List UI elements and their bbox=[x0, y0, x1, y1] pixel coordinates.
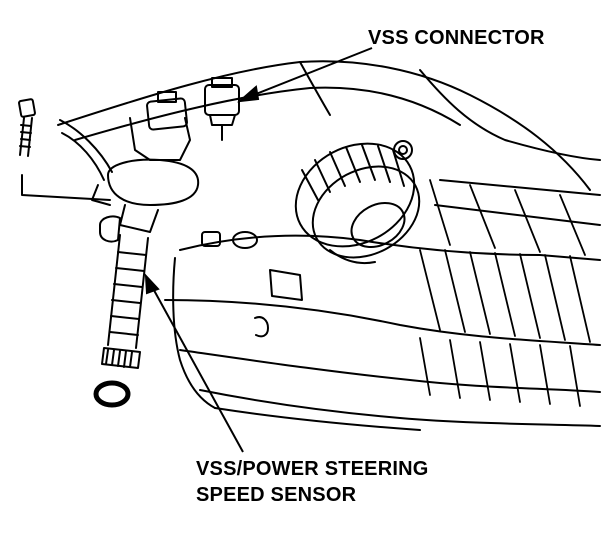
sensor-label-line1: VSS/POWER STEERING bbox=[196, 458, 429, 480]
connector-leader-line bbox=[245, 47, 373, 99]
housing-bolt bbox=[393, 140, 413, 160]
vss-connector-plug bbox=[204, 77, 240, 141]
leader-arrows bbox=[144, 47, 373, 453]
sensor-label: VSS/POWER STEERING SPEED SENSOR bbox=[196, 456, 429, 508]
connector-arrowhead bbox=[236, 85, 260, 103]
mounting-bolt bbox=[18, 98, 111, 201]
vss-connector-label: VSS CONNECTOR bbox=[368, 27, 545, 49]
hose bbox=[59, 119, 113, 181]
o-ring bbox=[93, 380, 131, 408]
sensor-arrowhead bbox=[144, 273, 160, 295]
vss-sensor-assembly bbox=[91, 91, 200, 369]
oil-filter bbox=[294, 142, 421, 265]
housing-ribs bbox=[419, 179, 591, 407]
engine-block bbox=[57, 60, 601, 431]
sensor-leader-line bbox=[149, 282, 244, 453]
case-fittings bbox=[201, 231, 303, 338]
sensor-label-line2: SPEED SENSOR bbox=[196, 484, 357, 506]
